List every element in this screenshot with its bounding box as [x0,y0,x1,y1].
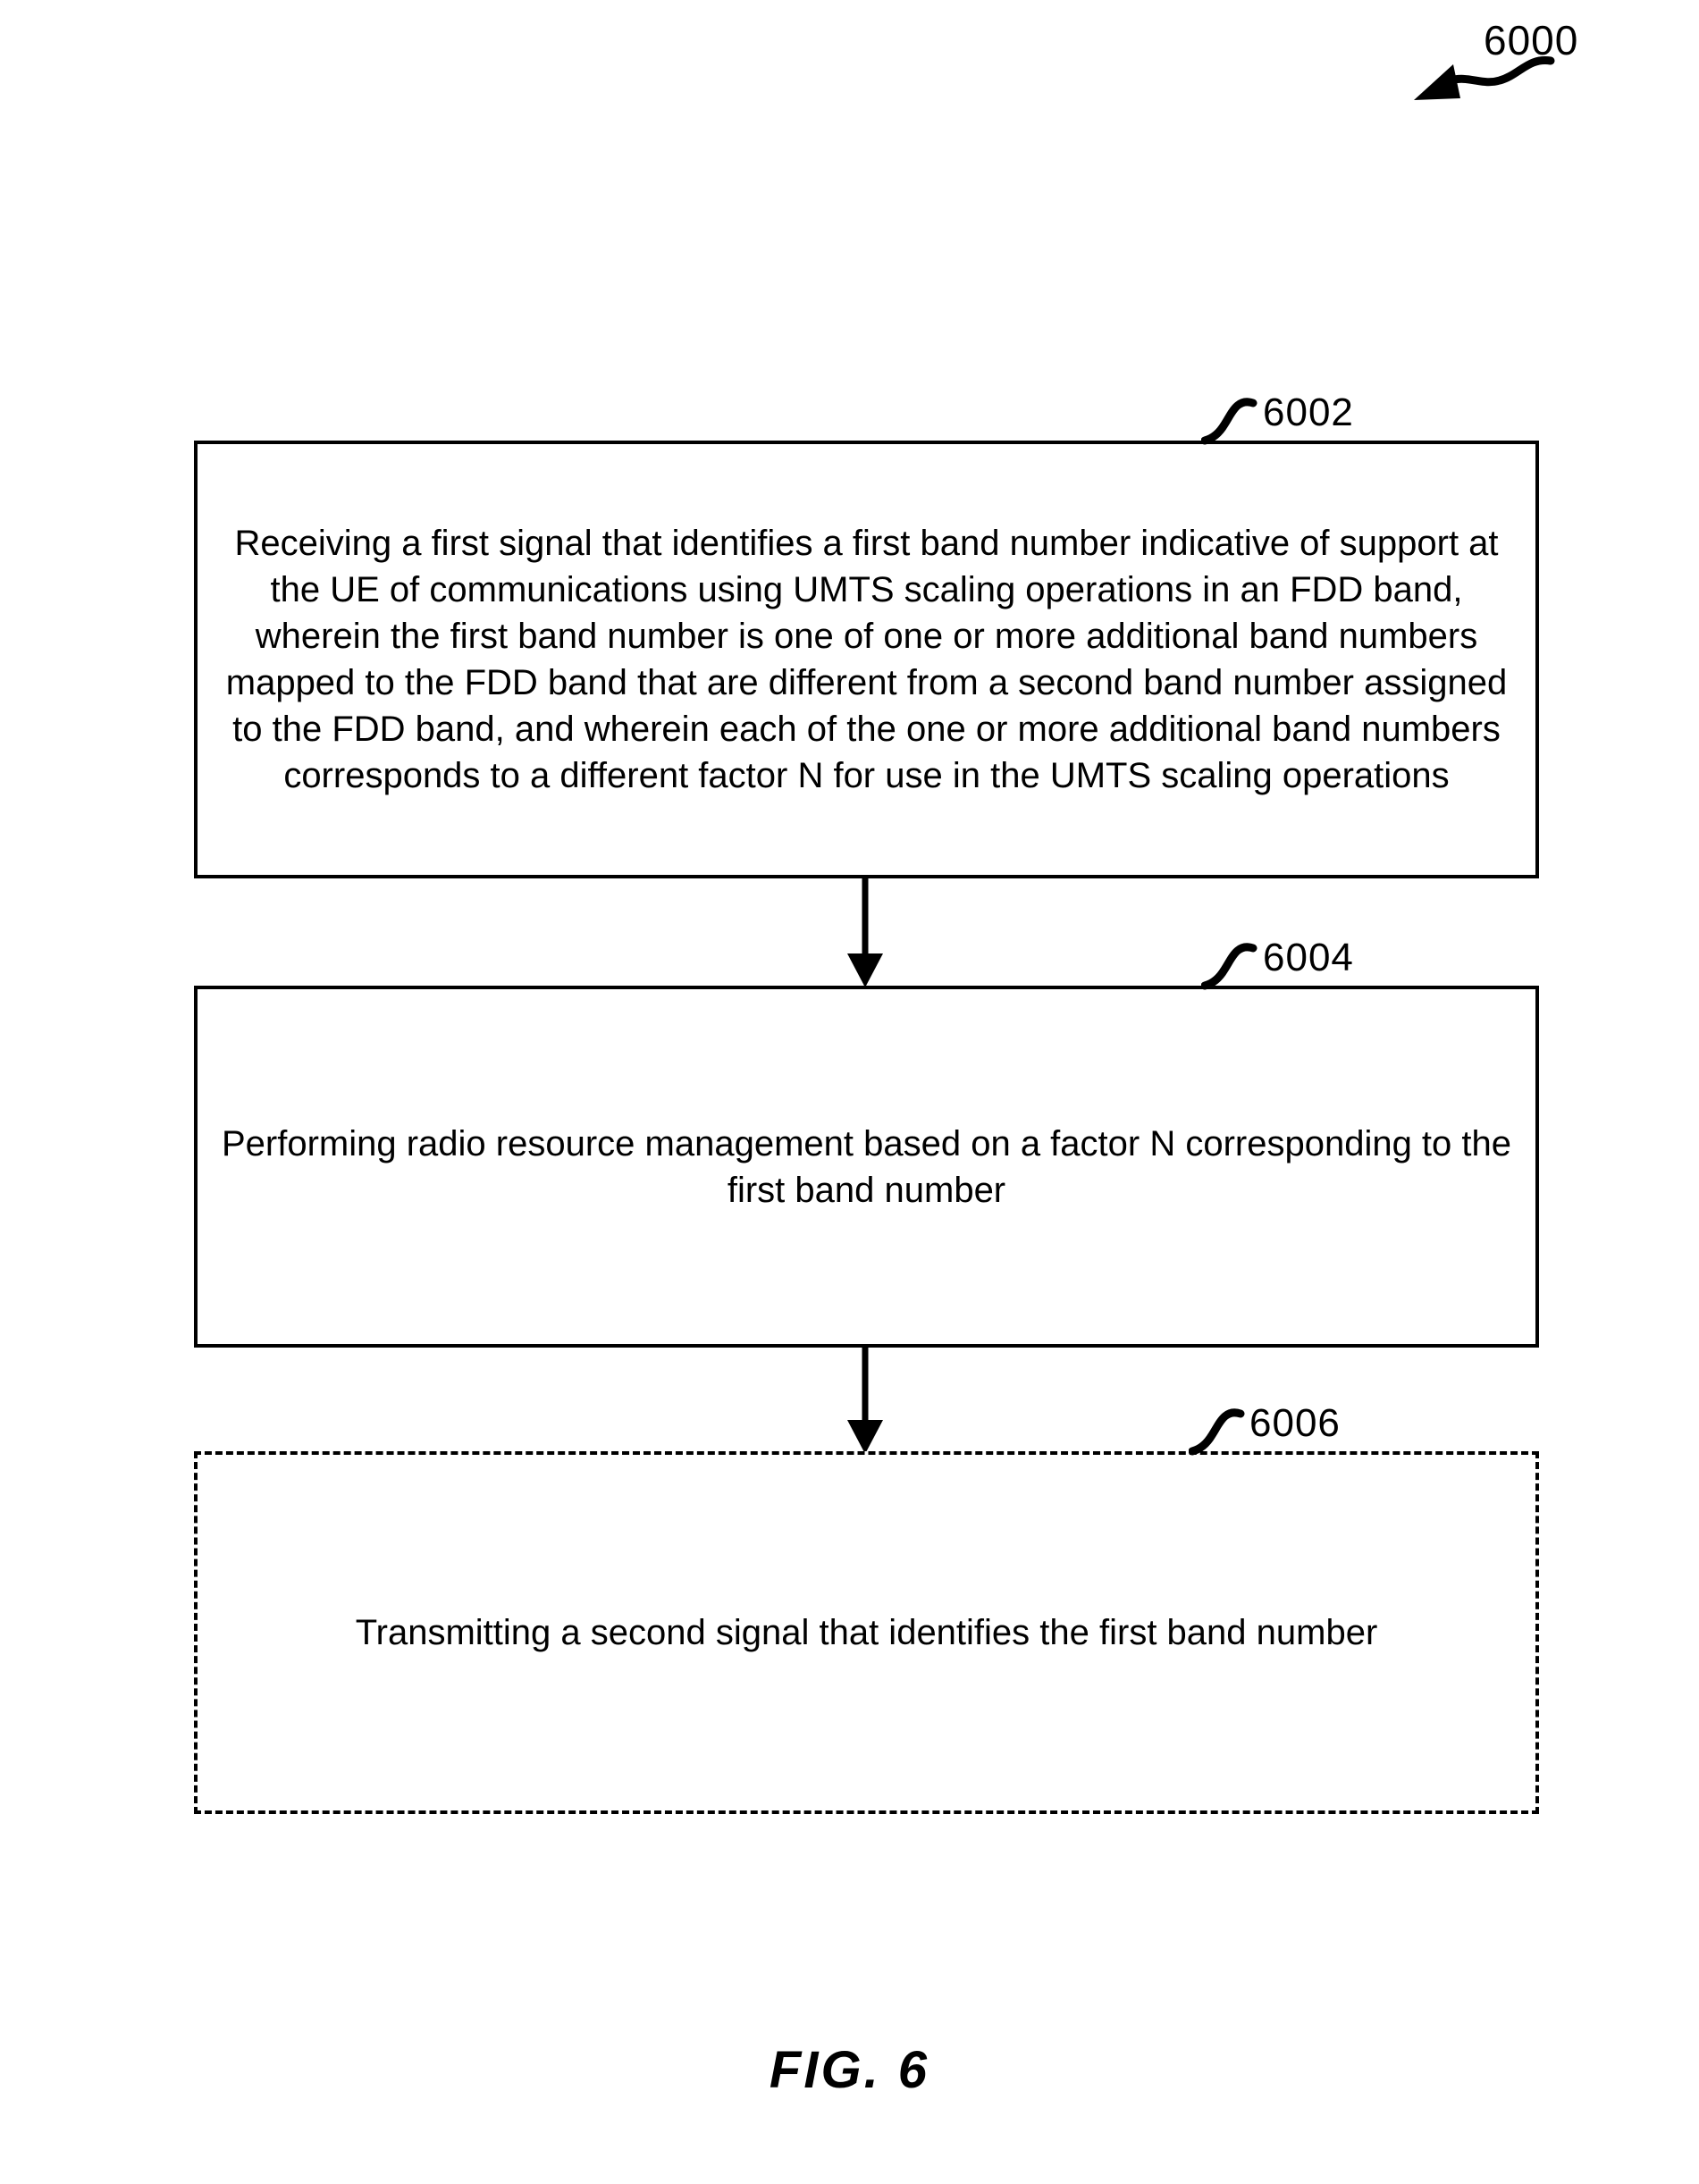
connector-arrow-6002-to-6004 [847,878,883,987]
step-reference-label-6006: 6006 [1249,1401,1341,1445]
step-leader-hook-6004 [1201,943,1257,990]
flow-step-box-6002: Receiving a first signal that identifies… [194,441,1539,878]
step-leader-hook-6006 [1189,1408,1245,1456]
flow-step-text-6002: Receiving a first signal that identifies… [225,524,1508,795]
flowchart-reference-leader-arrow [1414,56,1555,100]
flow-step-box-6006: Transmitting a second signal that identi… [194,1451,1539,1814]
flowchart-reference-label: 6000 [1484,17,1579,63]
flow-step-text-6006: Transmitting a second signal that identi… [355,1613,1378,1652]
step-reference-label-6002: 6002 [1263,391,1354,434]
flow-step-box-6004: Performing radio resource management bas… [194,986,1539,1348]
figure-caption: FIG. 6 [769,2041,930,2099]
step-reference-label-6004: 6004 [1263,936,1354,979]
step-leader-hook-6002 [1201,398,1257,445]
flow-step-text-6004: Performing radio resource management bas… [221,1123,1512,1210]
connector-arrow-6004-to-6006 [847,1345,883,1454]
